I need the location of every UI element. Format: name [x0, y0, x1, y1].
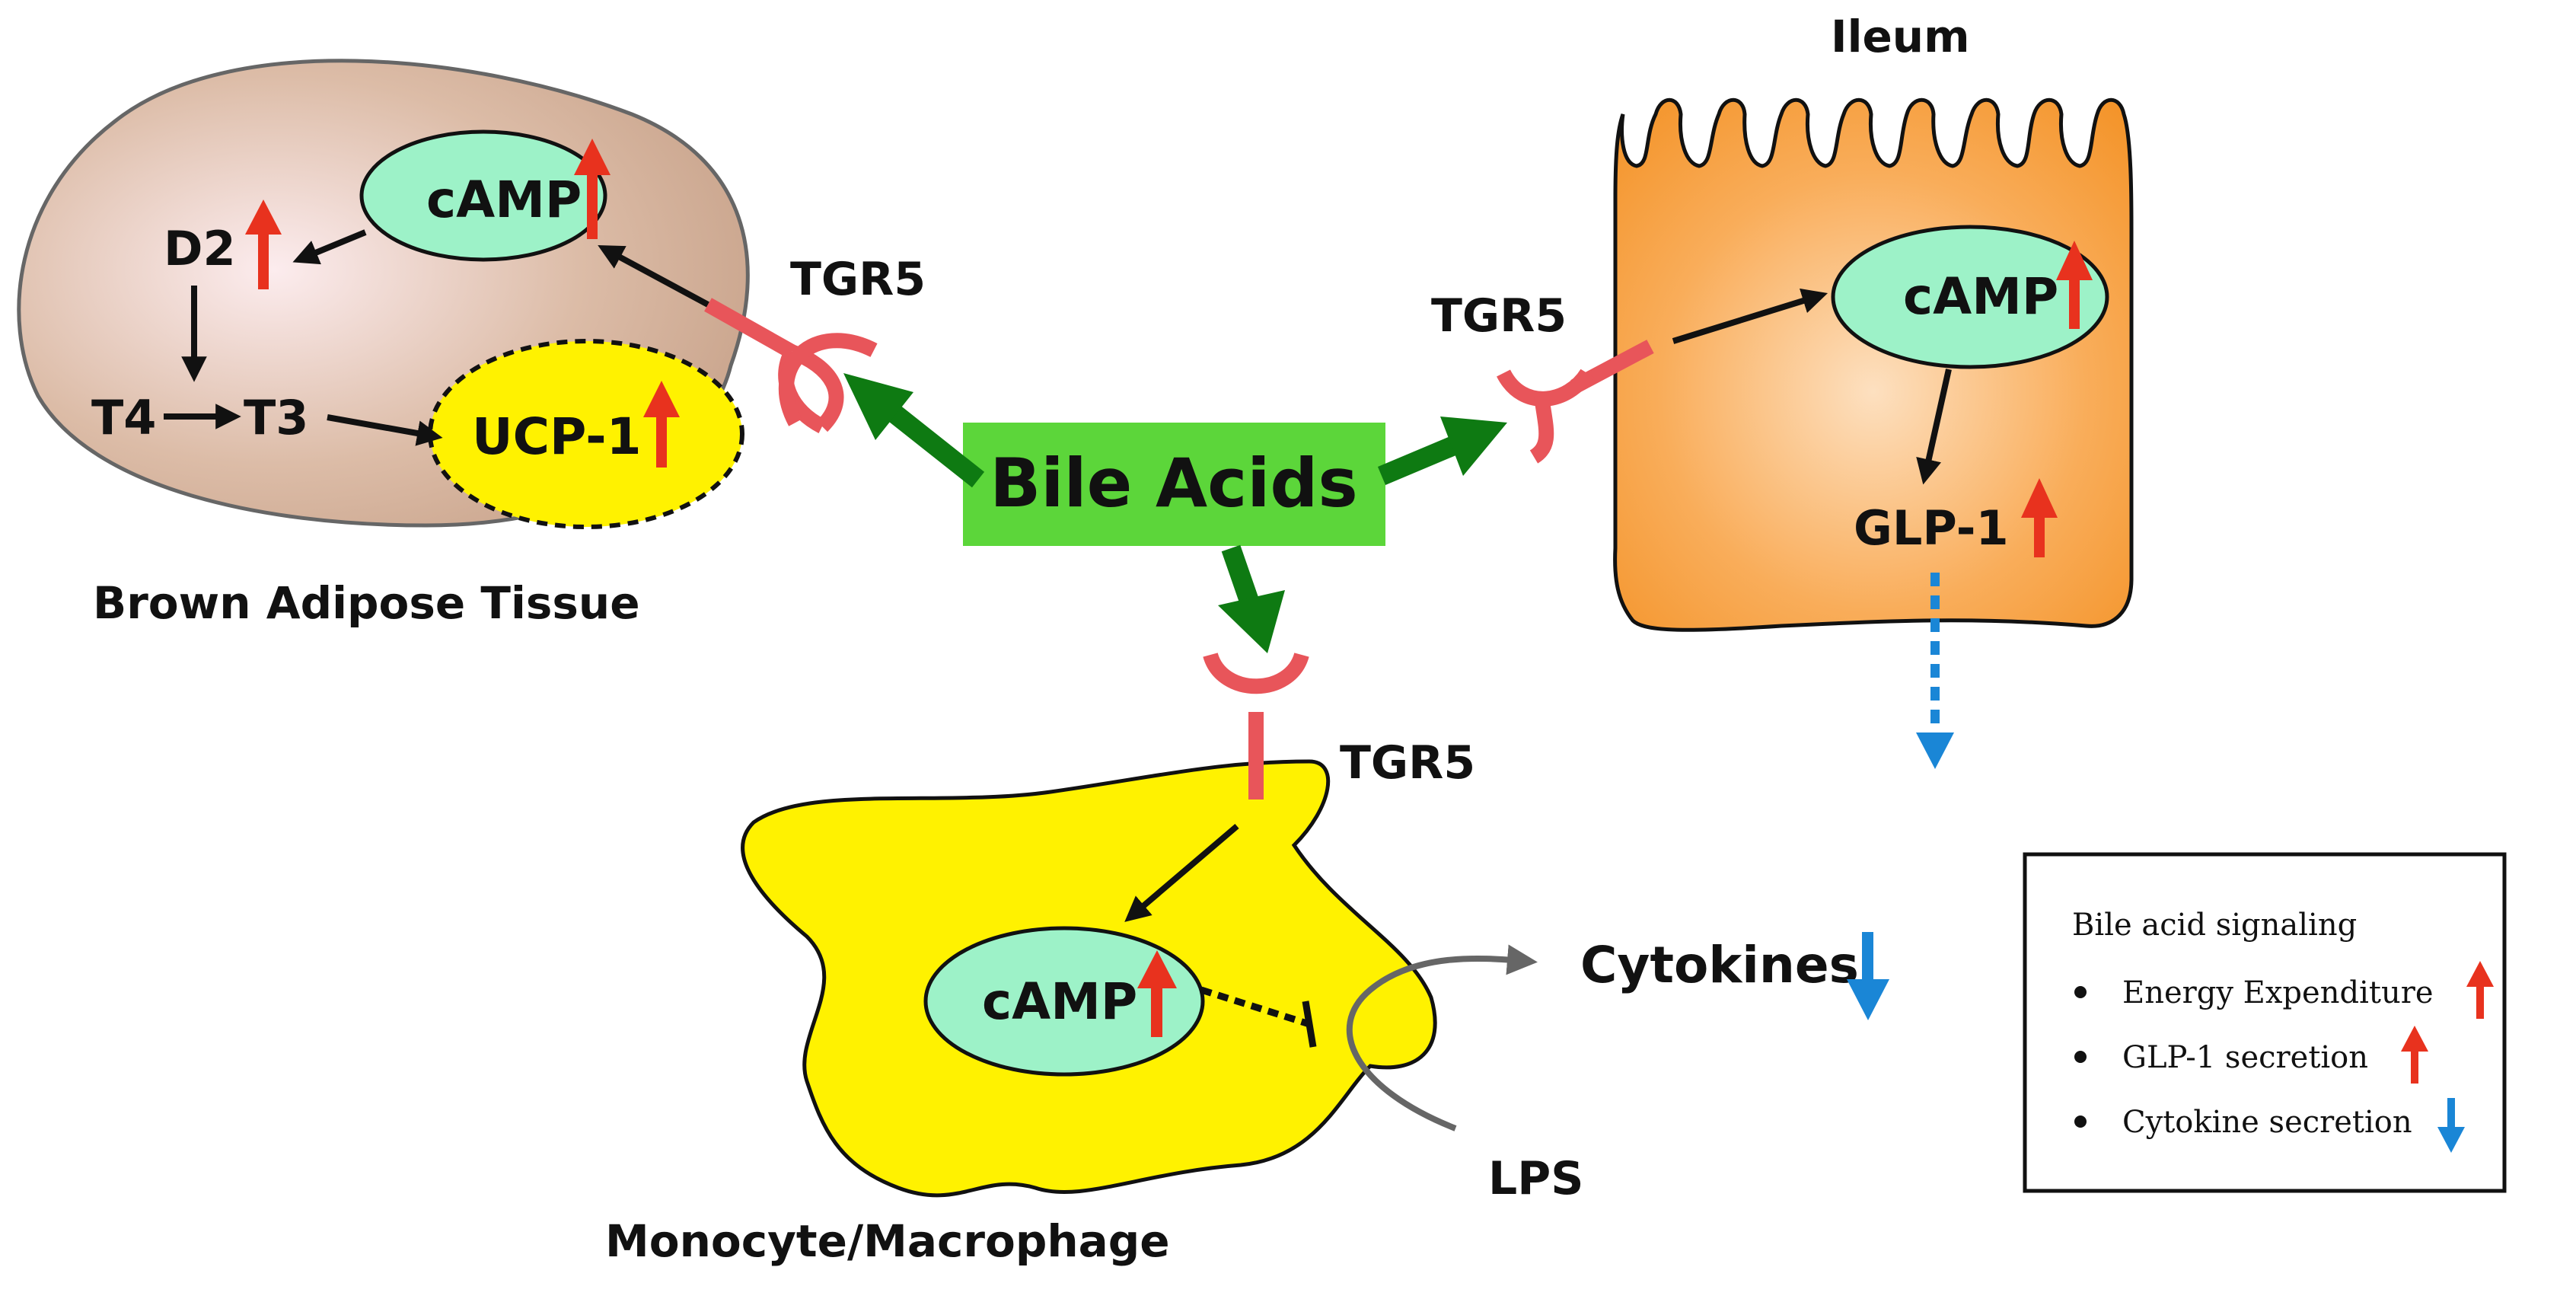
legend: Bile acid signaling Energy Expenditure G… — [2023, 852, 2507, 1193]
up-arrow-icon — [2021, 478, 2058, 557]
camp-macro-ellipse — [923, 926, 1205, 1077]
ucp1-label: UCP-1 — [472, 407, 642, 466]
glp1-label: GLP-1 — [1854, 500, 2009, 556]
camp-ileum-label: cAMP — [1903, 267, 2058, 326]
monocyte-label: Monocyte/Macrophage — [605, 1215, 1170, 1267]
brown-adipose-label: Brown Adipose Tissue — [93, 577, 640, 629]
inhibition-line — [1200, 986, 1311, 1028]
camp-bat-ellipse — [359, 129, 607, 262]
bile-acids-label: Bile Acids — [990, 444, 1358, 522]
up-arrow-icon — [2401, 1026, 2428, 1084]
down-arrow-icon — [1847, 932, 1889, 1020]
up-arrow-icon — [2466, 961, 2494, 1019]
lps-label: LPS — [1488, 1152, 1583, 1205]
legend-bullet — [2074, 1115, 2087, 1128]
down-arrow-icon — [1916, 732, 1954, 769]
lps-signal-curve — [1346, 944, 1538, 1131]
ileum-label: Ileum — [1831, 11, 1970, 62]
up-arrow-icon — [245, 199, 282, 289]
camp-macro-label: cAMP — [982, 972, 1137, 1031]
camp-bat-label: cAMP — [426, 171, 582, 229]
green-arrow-to-macrophage — [1218, 544, 1285, 653]
tgr5-receptor-bat-cup — [779, 333, 878, 426]
tgr5-receptor-macrophage — [1203, 652, 1309, 800]
arrow-camp-to-glp1 — [1916, 369, 1952, 485]
legend-bullet — [2074, 1051, 2087, 1063]
legend-item: Energy Expenditure — [2122, 975, 2434, 1010]
up-arrow-icon — [1137, 950, 1177, 1037]
camp-ileum-ellipse — [1831, 225, 2109, 369]
inhibition-bar — [1302, 1001, 1317, 1048]
t3-label: T3 — [244, 390, 308, 445]
tgr5-bat-label: TGR5 — [790, 253, 926, 306]
arrow-tgr5-to-camp-bat — [598, 245, 709, 308]
bile-acids-box — [963, 423, 1385, 546]
legend-title: Bile acid signaling — [2072, 908, 2357, 943]
legend-item: GLP-1 secretion — [2122, 1040, 2368, 1075]
tgr5-macro-label: TGR5 — [1340, 736, 1475, 790]
tgr5-receptor-ileum — [1497, 340, 1654, 464]
down-arrow-icon — [2437, 1098, 2465, 1153]
up-arrow-icon — [2056, 241, 2093, 329]
up-arrow-icon — [574, 139, 611, 239]
arrow-tgr5-to-camp-macro — [1124, 823, 1239, 922]
arrow-camp-to-d2 — [292, 229, 367, 265]
t4-label: T4 — [91, 390, 156, 445]
d2-label: D2 — [164, 221, 236, 276]
legend-bullet — [2074, 986, 2087, 998]
tgr5-ileum-label: TGR5 — [1431, 289, 1567, 343]
legend-item: Cytokine secretion — [2122, 1105, 2412, 1140]
cytokines-label: Cytokines — [1580, 936, 1859, 994]
green-arrow-to-bat — [843, 373, 985, 488]
arrow-t3-to-ucp1 — [327, 414, 443, 446]
green-arrow-to-ileum — [1377, 417, 1507, 485]
arrow-tgr5-to-camp-ileum — [1672, 288, 1828, 344]
up-arrow-icon — [643, 381, 680, 468]
